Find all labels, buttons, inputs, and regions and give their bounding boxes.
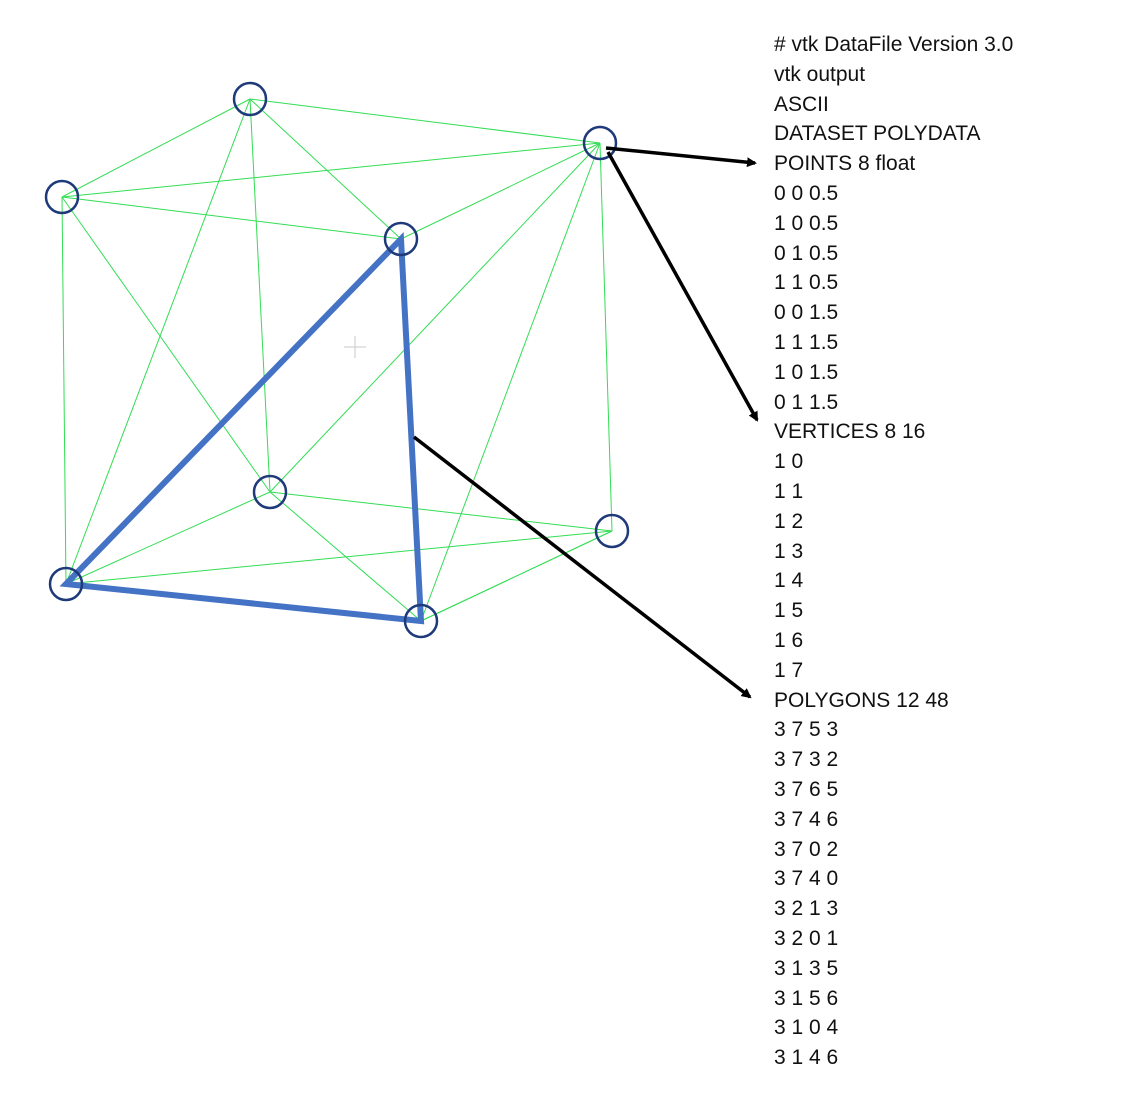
- wireframe-edge: [61, 196, 271, 493]
- vtk-file-line: 1 2: [774, 509, 804, 533]
- vertex-circle-marker: [582, 125, 618, 161]
- highlighted-triangle: [59, 231, 425, 625]
- wireframe-edge: [599, 142, 613, 532]
- annotation-arrow: [412, 435, 752, 699]
- wireframe-edge: [269, 491, 422, 622]
- vtk-file-line: # vtk DataFile Version 3.0: [774, 33, 1014, 56]
- vtk-file-line: VERTICES 8 16: [774, 420, 926, 444]
- vtk-file-line: POINTS 8 float: [774, 152, 916, 176]
- wireframe-edge: [61, 196, 67, 585]
- wireframe-edge: [61, 196, 402, 240]
- vtk-file-line: 3 7 3 2: [774, 748, 839, 772]
- vtk-file-line: 0 1 0.5: [774, 241, 839, 265]
- wireframe-edge: [65, 98, 251, 585]
- annotation-arrow: [605, 146, 757, 168]
- vertex-circle-marker: [383, 221, 419, 257]
- vtk-file-line: 3 7 4 6: [774, 807, 839, 831]
- vtk-file-line: 1 6: [774, 629, 804, 652]
- vtk-file-line: 0 0 1.5: [774, 301, 839, 325]
- vtk-file-line: 3 7 0 2: [774, 837, 839, 861]
- vtk-file-line: 3 7 5 3: [774, 718, 839, 742]
- vertex-circle-marker: [252, 474, 288, 510]
- wireframe-edge: [249, 98, 271, 493]
- center-crosshair-icon: [344, 336, 366, 358]
- vtk-file-line: 0 1 1.5: [774, 390, 839, 414]
- wireframe-edge: [400, 142, 601, 240]
- vtk-file-line: 3 1 5 6: [774, 986, 839, 1010]
- wireframe-edge: [61, 98, 251, 198]
- vtk-file-line: ASCII: [774, 92, 829, 116]
- vtk-file-line: 3 1 4 6: [774, 1046, 839, 1070]
- vtk-file-line: 1 1 1.5: [774, 331, 839, 354]
- vtk-file-line: 1 1: [774, 480, 804, 503]
- wireframe-edge: [269, 491, 613, 532]
- vtk-file-line: 1 1 0.5: [774, 271, 839, 295]
- vtk-file-line: 3 7 6 5: [774, 778, 839, 801]
- vtk-file-line: 3 1 3 5: [774, 956, 839, 980]
- vtk-file-line: 3 2 1 3: [774, 897, 839, 921]
- vtk-file-line: vtk output: [774, 62, 866, 86]
- vtk-file-line: 0 0 0.5: [774, 182, 839, 205]
- vtk-file-line: 1 5: [774, 599, 804, 623]
- wireframe-edges: [61, 98, 613, 622]
- wireframe-edge: [249, 98, 601, 144]
- wireframe-edge: [65, 491, 271, 585]
- vtk-file-line: POLYGONS 12 48: [774, 688, 949, 712]
- vtk-file-line: 1 3: [774, 539, 804, 563]
- vtk-file-line: DATASET POLYDATA: [774, 122, 981, 146]
- wireframe-edge: [61, 142, 601, 198]
- highlighted-polygon: [59, 231, 425, 625]
- wireframe-edge: [420, 530, 613, 622]
- vertex-circle-marker: [403, 603, 439, 639]
- vtk-file-line: 3 7 4 0: [774, 867, 839, 891]
- annotation-arrows: [412, 146, 759, 699]
- annotation-arrow: [606, 151, 759, 422]
- vertex-circle-marker: [44, 179, 80, 215]
- vtk-file-line: 1 7: [774, 658, 804, 682]
- vtk-file-line: 1 0 1.5: [774, 360, 839, 384]
- wireframe-edge: [249, 98, 402, 240]
- vertex-markers: [44, 81, 630, 639]
- wireframe-edge: [65, 530, 613, 585]
- vtk-file-line: 3 1 0 4: [774, 1016, 839, 1040]
- vtk-file-line: 1 0: [774, 450, 804, 474]
- wireframe-edge: [420, 142, 601, 622]
- vtk-file-line: 1 0 0.5: [774, 211, 839, 235]
- wireframe-edge: [269, 142, 601, 493]
- vertex-circle-marker: [232, 81, 268, 117]
- vertex-circle-marker: [48, 566, 84, 602]
- vertex-circle-marker: [594, 513, 630, 549]
- vtk-file-line: 3 2 0 1: [774, 927, 839, 950]
- vtk-file-line: 1 4: [774, 569, 804, 593]
